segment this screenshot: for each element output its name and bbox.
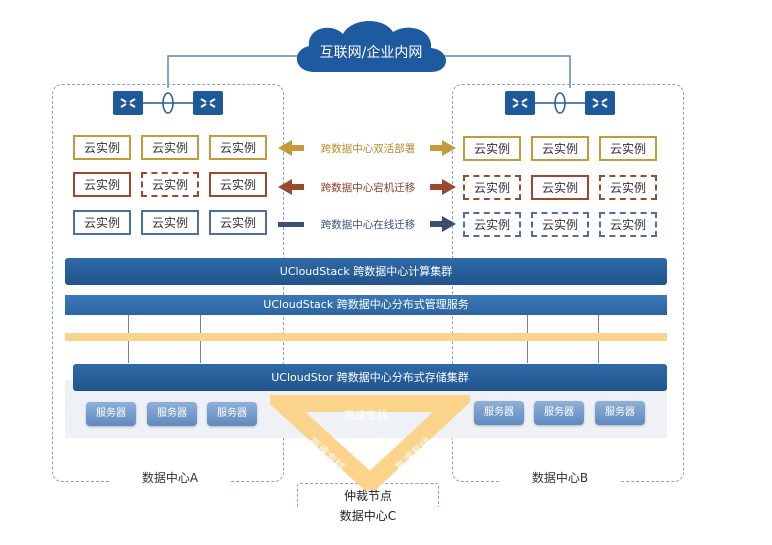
cloud-instance: 云实例 <box>531 212 589 237</box>
cloud-instance: 云实例 <box>73 172 131 197</box>
cloud-instance: 云实例 <box>463 136 521 161</box>
cloud-icon <box>296 20 446 72</box>
cloud-instance: 云实例 <box>73 210 131 235</box>
cloud-instance: 云实例 <box>463 212 521 237</box>
arrow-right-icon <box>430 140 456 156</box>
cloud-instance: 云实例 <box>141 172 199 197</box>
switch-icon <box>193 91 223 115</box>
cloud-instance: 云实例 <box>209 172 267 197</box>
migration-arrows <box>278 140 456 232</box>
storage-cluster-bar: UCloudStor 跨数据中心分布式存储集群 <box>73 364 667 391</box>
cloud-instance: 云实例 <box>209 210 267 235</box>
arrow-right-icon <box>430 216 456 232</box>
cloud-instance: 云实例 <box>141 210 199 235</box>
server: 服务器 <box>595 401 645 425</box>
arbitration-node-label: 仲裁节点 <box>343 489 392 503</box>
live-migration-label: 跨数据中心在线迁移 <box>320 219 416 231</box>
active-active-label: 跨数据中心双活部署 <box>320 143 416 155</box>
arrow-left-icon <box>278 140 304 156</box>
arrow-right-icon <box>430 179 456 195</box>
dedicated-line-triangle <box>270 395 470 490</box>
switch-icon <box>585 91 615 115</box>
cloud-instance: 云实例 <box>531 175 589 200</box>
switch-group-a <box>113 89 223 117</box>
switch-icon <box>505 91 535 115</box>
network-backbone-line <box>65 333 667 341</box>
datacenter-a-label: 数据中心A <box>110 469 230 486</box>
cloud-label: 互联网/企业内网 <box>319 45 423 61</box>
cloud-instance: 云实例 <box>463 175 521 200</box>
cloud-instance: 云实例 <box>209 135 267 160</box>
link-icon <box>535 92 585 114</box>
management-service-bar: UCloudStack 跨数据中心分布式管理服务 <box>65 295 667 315</box>
internet-cloud: 互联网/企业内网 <box>285 14 457 78</box>
server: 服务器 <box>534 401 584 425</box>
server: 服务器 <box>207 402 257 426</box>
server: 服务器 <box>474 401 524 425</box>
cloud-instance: 云实例 <box>141 135 199 160</box>
cloud-instance: 云实例 <box>599 212 657 237</box>
cloud-instance: 云实例 <box>73 135 131 160</box>
arrow-left-icon <box>278 179 304 195</box>
datacenter-b-label: 数据中心B <box>500 469 620 486</box>
cloud-instance: 云实例 <box>531 136 589 161</box>
datacenter-c-label: 数据中心C <box>297 507 439 524</box>
cloud-instance: 云实例 <box>599 175 657 200</box>
switch-group-b <box>505 89 615 117</box>
compute-cluster-bar: UCloudStack 跨数据中心计算集群 <box>65 258 667 285</box>
cloud-instance: 云实例 <box>599 136 657 161</box>
dedicated-line-label-top: 高速专线 <box>344 409 388 422</box>
server: 服务器 <box>147 402 197 426</box>
server: 服务器 <box>86 402 136 426</box>
link-icon <box>143 92 193 114</box>
cold-migration-label: 跨数据中心宕机迁移 <box>320 182 416 194</box>
switch-icon <box>113 91 143 115</box>
